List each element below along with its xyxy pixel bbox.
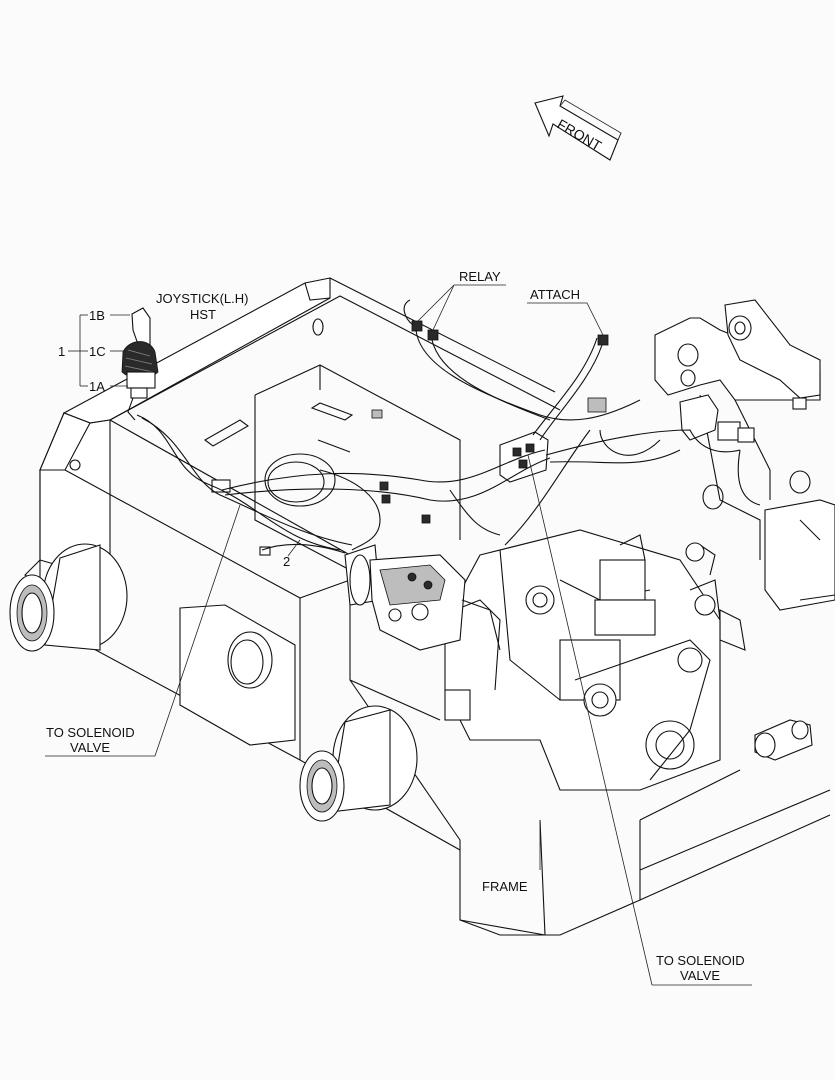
joystick-hst-label: HST bbox=[190, 307, 216, 322]
to-solenoid-right-line2: VALVE bbox=[680, 968, 720, 983]
axle-tube-right bbox=[299, 705, 418, 822]
relay-label: RELAY bbox=[459, 269, 501, 284]
item-1-label: 1 bbox=[58, 344, 65, 359]
joystick-lh bbox=[121, 307, 159, 421]
frame-label: FRAME bbox=[482, 879, 528, 894]
solenoid-valve-block bbox=[499, 394, 755, 483]
joystick-label: JOYSTICK(L.H) bbox=[156, 291, 248, 306]
hst-pump bbox=[344, 544, 501, 651]
wiring-harness bbox=[136, 299, 761, 554]
engine-assembly bbox=[444, 529, 721, 791]
item-2-label: 2 bbox=[283, 554, 290, 569]
to-solenoid-left-line1: TO SOLENOID bbox=[46, 725, 135, 740]
to-solenoid-left-line2: VALVE bbox=[70, 740, 110, 755]
attach-label: ATTACH bbox=[530, 287, 580, 302]
to-solenoid-right-line1: TO SOLENOID bbox=[656, 953, 745, 968]
item-1b-label: 1B bbox=[89, 308, 105, 323]
relay-connectors bbox=[211, 320, 609, 556]
item-1a-label: 1A bbox=[89, 379, 105, 394]
leader-lines bbox=[45, 284, 752, 986]
rear-pins bbox=[754, 719, 813, 761]
front-arrow bbox=[534, 95, 622, 161]
item-1c-label: 1C bbox=[89, 344, 106, 359]
axle-tube-left bbox=[9, 543, 128, 652]
access-panel bbox=[179, 604, 296, 746]
